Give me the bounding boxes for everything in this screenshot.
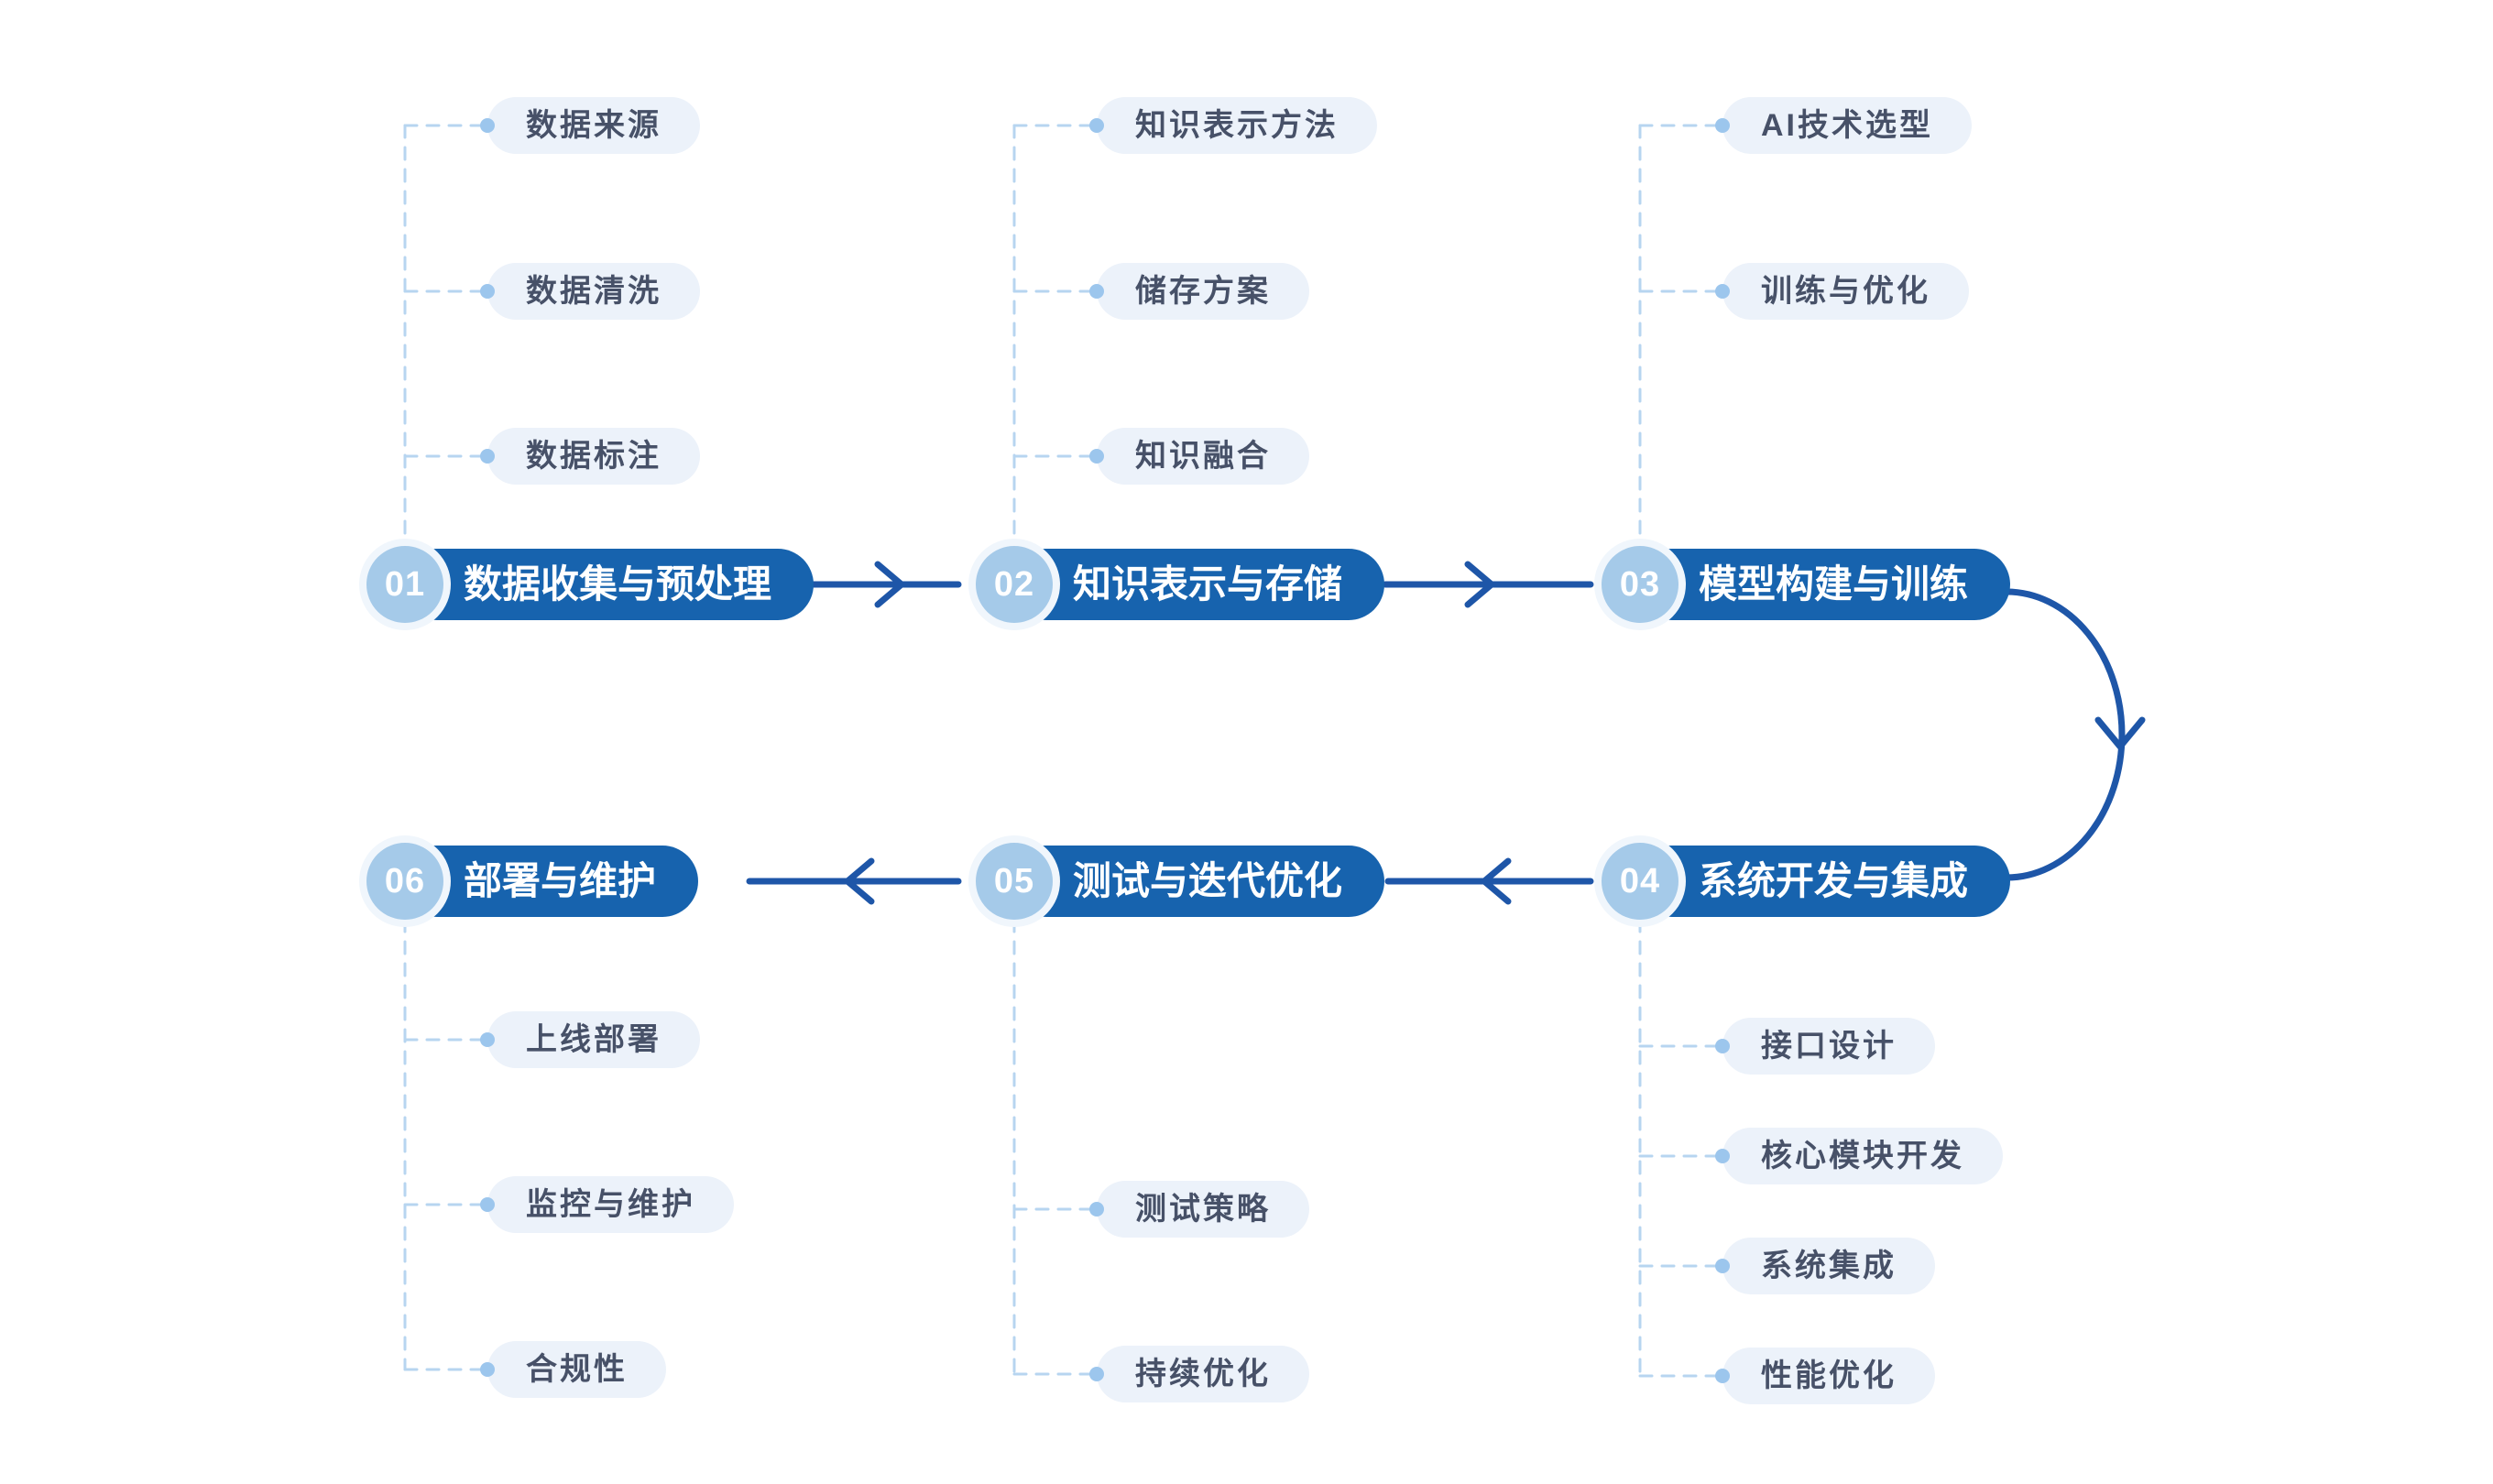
stage-number: 06 [384,861,426,900]
stage-badge: 03 [1594,539,1686,630]
sub-item: 储存方案 [1089,263,1309,320]
branch-lines-stage-04 [1638,918,1724,1378]
stage-badge: 01 [359,539,451,630]
branch-lines-stage-05 [1012,918,1099,1376]
arrow-head-left-icon [1481,857,1512,905]
sub-item: 数据来源 [480,97,700,154]
stage-number: 05 [993,861,1035,900]
stage-badge: 02 [968,539,1060,630]
sub-item-label: 储存方案 [1135,274,1271,309]
stage-label: 数据收集与预处理 [401,549,815,620]
stage-label: 部署与维护 [401,846,699,917]
sub-item: 训练与优化 [1715,263,1969,320]
branch-dot-icon [1089,449,1104,464]
stage-label: 模型构建与训练 [1636,549,2011,620]
branch-dot-icon [480,1362,495,1377]
sub-item-label: 训练与优化 [1761,274,1930,309]
sub-item-label: 合规性 [526,1352,628,1387]
stage-badge: 04 [1594,835,1686,927]
stage-number: 03 [1619,564,1661,604]
sub-item-label: 数据标注 [526,439,662,474]
branch-dot-icon [1089,284,1104,299]
branch-dot-icon [1715,1039,1730,1053]
sub-item: 持续优化 [1089,1346,1309,1402]
branch-dot-icon [1715,1149,1730,1163]
sub-item: 知识融合 [1089,428,1309,485]
branch-dot-icon [1715,118,1730,133]
sub-item: 核心模块开发 [1715,1128,2003,1184]
branch-dot-icon [480,1032,495,1047]
branch-lines-stage-03 [1638,124,1724,546]
branch-dot-icon [1715,1259,1730,1273]
arrow-head-right-icon [874,561,905,608]
branch-dot-icon [1089,118,1104,133]
sub-item: 合规性 [480,1341,666,1398]
sub-item: 接口设计 [1715,1018,1935,1075]
branch-dot-icon [480,449,495,464]
sub-item-label: 监控与维护 [526,1187,695,1222]
sub-item-label: 上线部署 [526,1022,662,1057]
branch-dot-icon [1715,1369,1730,1383]
sub-item-label: 数据来源 [526,108,662,143]
sub-item-label: 测试策略 [1135,1192,1271,1227]
stage-number: 04 [1619,861,1661,900]
branch-dot-icon [1089,1367,1104,1381]
sub-item-label: 知识表示方法 [1135,108,1339,143]
arrow-05-06 [746,857,962,905]
stage-node-01: 01 数据收集与预处理 [359,539,815,630]
arrow-head-down-icon [2094,716,2146,750]
branch-lines-stage-06 [403,918,489,1371]
stage-number: 01 [384,564,426,604]
sub-item: 性能优化 [1715,1348,1935,1404]
stage-node-03: 03 模型构建与训练 [1594,539,2011,630]
stage-label: 系统开发与集成 [1636,846,2011,917]
sub-item: 数据清洗 [480,263,700,320]
sub-item-label: AI技术选型 [1761,108,1933,143]
arrow-head-right-icon [1464,561,1495,608]
sub-item: AI技术选型 [1715,97,1972,154]
sub-item-label: 性能优化 [1761,1359,1897,1393]
stage-node-06: 06 部署与维护 [359,835,699,927]
sub-item: 数据标注 [480,428,700,485]
stage-number: 02 [993,564,1035,604]
sub-item-label: 系统集成 [1761,1249,1897,1283]
arrow-head-left-icon [844,857,875,905]
curve-03-04 [2003,588,2146,881]
sub-item-label: 核心模块开发 [1761,1139,1964,1173]
arrow-04-05 [1384,857,1594,905]
branch-dot-icon [1715,284,1730,299]
curve-line [2003,588,2126,881]
stage-badge: 05 [968,835,1060,927]
sub-item: 测试策略 [1089,1181,1309,1238]
branch-dot-icon [1089,1202,1104,1217]
stage-node-04: 04 系统开发与集成 [1594,835,2011,927]
stage-label: 知识表示与存储 [1011,549,1385,620]
branch-lines-stage-02 [1012,124,1099,550]
branch-dot-icon [480,118,495,133]
stage-label: 测试与迭代优化 [1011,846,1385,917]
sub-item: 系统集成 [1715,1238,1935,1294]
sub-item: 上线部署 [480,1011,700,1068]
branch-dot-icon [480,1197,495,1212]
sub-item-label: 知识融合 [1135,439,1271,474]
arrow-01-02 [810,561,962,608]
arrow-02-03 [1382,561,1594,608]
stage-node-05: 05 测试与迭代优化 [968,835,1385,927]
stage-node-02: 02 知识表示与存储 [968,539,1385,630]
sub-item-label: 持续优化 [1135,1357,1271,1391]
sub-item: 监控与维护 [480,1176,734,1233]
branch-lines-stage-01 [403,124,489,550]
stage-badge: 06 [359,835,451,927]
sub-item: 知识表示方法 [1089,97,1377,154]
sub-item-label: 接口设计 [1761,1029,1897,1064]
sub-item-label: 数据清洗 [526,274,662,309]
branch-dot-icon [480,284,495,299]
